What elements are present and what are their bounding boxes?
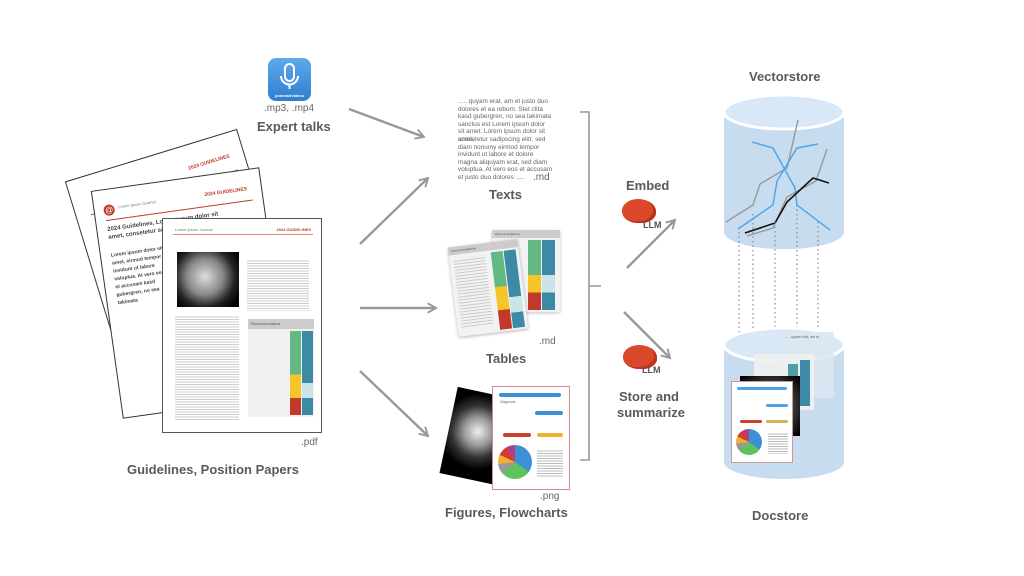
vector-line-blue-1: [751, 141, 831, 231]
store-label-line2: summarize: [617, 405, 685, 420]
pie-chart-icon: [498, 445, 532, 479]
microphone-icon: [280, 63, 299, 89]
arrow-guidelines-to-figures: [359, 370, 430, 438]
flowchart-figure: Diagnosis: [492, 386, 570, 490]
guideline-body-lines: [247, 259, 309, 311]
flow-label: Diagnosis: [500, 400, 516, 404]
table-header: Recommendations: [492, 230, 560, 238]
brain-icon: [623, 345, 657, 369]
guideline-page-front: Lorem Ipsum Journal 2024 GUIDELINES Reco…: [162, 218, 322, 433]
arrow-talks-to-texts: [348, 107, 426, 140]
expert-talks-label: Expert talks: [257, 119, 331, 134]
tables-ext: .md: [539, 336, 556, 347]
pie-chart-icon: [736, 429, 762, 455]
brain-icon: [622, 199, 656, 223]
vectorstore-cylinder: [722, 93, 846, 250]
texts-label: Texts: [489, 187, 522, 202]
page-header-tag: 2024 GUIDELINES: [187, 153, 231, 172]
tables-label: Tables: [486, 351, 527, 366]
texts-ext: .md: [533, 172, 550, 183]
vector-line-blue-2: [737, 143, 819, 230]
embed-label: Embed: [626, 178, 670, 193]
arrow-to-docstore: [623, 311, 672, 360]
arrow-guidelines-to-texts: [359, 176, 430, 245]
store-model: LLM: [642, 365, 661, 375]
journal-name: Lorem Ipsum Journal: [175, 227, 213, 232]
guidelines-ext: .pdf: [301, 437, 318, 448]
podcast-icon-tile: podcast/videos: [268, 58, 311, 101]
arrow-to-vectorstore: [626, 218, 677, 269]
table-header: Recommendations: [248, 319, 314, 329]
docstore-label: Docstore: [752, 508, 809, 523]
podcast-icon-caption: podcast/videos: [274, 93, 305, 98]
guidelines-label: Guidelines, Position Papers: [127, 462, 299, 477]
store-label-line1: Store and: [619, 389, 679, 404]
docstore-flowchart-card: [731, 381, 793, 463]
recommendation-table: Recommendations: [248, 319, 314, 417]
figures-label: Figures, Flowcharts: [445, 505, 568, 520]
vector-line-black: [744, 177, 830, 234]
outputs-bracket: [580, 111, 601, 461]
figures-ext: .png: [540, 491, 560, 502]
vector-line-gray-1: [725, 119, 799, 223]
table-card-front: Recommendations: [447, 239, 529, 337]
journal-logo: @: [102, 203, 116, 217]
embed-model: LLM: [643, 220, 662, 230]
guideline-body-lines-2: [175, 315, 239, 420]
vector-line-gray-2: [746, 148, 828, 237]
mri-image: [177, 252, 239, 307]
expert-talks-ext: .mp3, .mp4: [264, 103, 315, 114]
texts-paragraph-1: ..... quyam erat, am et justo duo dolore…: [458, 98, 552, 143]
texts-paragraph-2: consetetur sadipscing elitr, sed diam no…: [458, 136, 553, 181]
vectorstore-label: Vectorstore: [749, 69, 821, 84]
journal-name: Lorem Ipsum Journal: [117, 199, 156, 210]
docstore-snippet: ..... quyam erat, am et: [785, 335, 820, 339]
page-header-tag: 2024 GUIDELINES: [276, 227, 311, 232]
page-header-tag: 2024 GUIDELINES: [204, 186, 248, 199]
